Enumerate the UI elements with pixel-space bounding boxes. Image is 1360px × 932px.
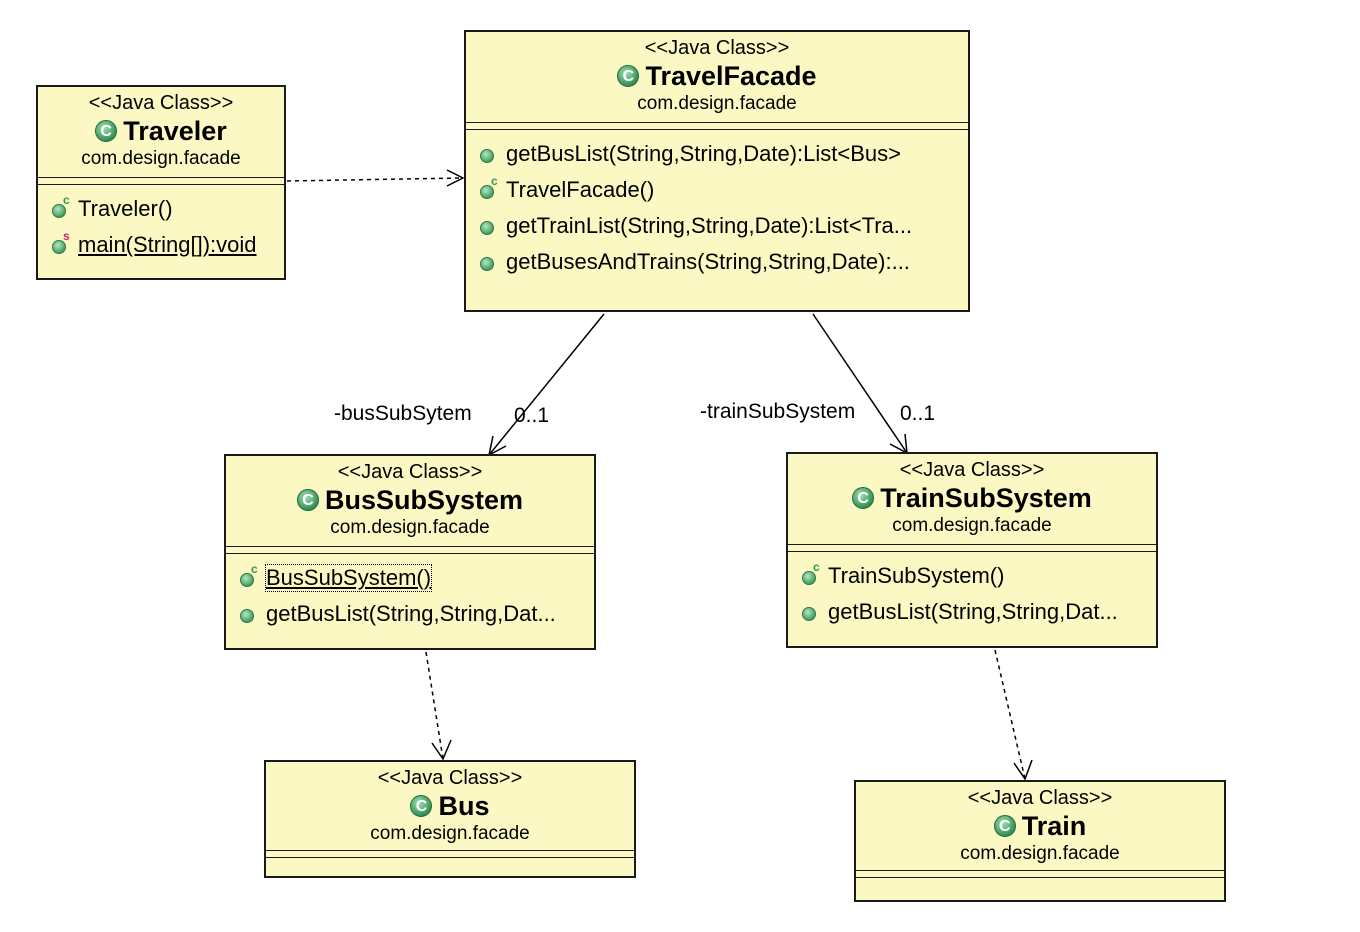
class-icon: C bbox=[95, 120, 118, 142]
class-name: TrainSubSystem bbox=[880, 483, 1092, 513]
stereotype-label: <<Java Class>> bbox=[899, 459, 1045, 481]
method-row[interactable]: getBusList(String,String,Dat... bbox=[226, 596, 594, 632]
stereotype-label: <<Java Class>> bbox=[88, 92, 234, 114]
public-method-icon bbox=[240, 605, 258, 623]
class-icon: C bbox=[852, 487, 875, 509]
stereotype-label: <<Java Class>> bbox=[644, 37, 790, 59]
association-multiplicity-bus: 0..1 bbox=[514, 404, 550, 427]
stereotype-label: <<Java Class>> bbox=[377, 767, 523, 789]
package-name: com.design.facade bbox=[81, 148, 241, 169]
dependency-bussubsystem-to-bus bbox=[425, 651, 452, 761]
class-name: Train bbox=[1021, 811, 1087, 841]
public-method-icon bbox=[480, 217, 498, 235]
association-facade-to-bussubsystem bbox=[487, 313, 605, 457]
class-icon: C bbox=[296, 489, 319, 511]
class-name: TravelFacade bbox=[645, 61, 817, 91]
stereotype-label: <<Java Class>> bbox=[967, 787, 1113, 809]
class-icon: C bbox=[617, 65, 640, 87]
constructor-icon: c bbox=[52, 194, 70, 218]
association-multiplicity-train: 0..1 bbox=[900, 402, 936, 425]
package-name: com.design.facade bbox=[370, 823, 530, 844]
method-row[interactable]: getBusesAndTrains(String,String,Date):..… bbox=[466, 244, 968, 280]
constructor-icon: c bbox=[480, 175, 498, 199]
public-method-icon bbox=[480, 253, 498, 271]
class-name: Traveler bbox=[123, 116, 227, 146]
class-name: BusSubSystem bbox=[324, 485, 524, 515]
public-method-icon bbox=[480, 145, 498, 163]
dependency-traveler-to-facade bbox=[286, 169, 465, 187]
package-name: com.design.facade bbox=[330, 517, 490, 538]
association-role-train: -trainSubSystem bbox=[700, 400, 856, 423]
class-icon: C bbox=[410, 795, 433, 817]
public-method-icon bbox=[802, 603, 820, 621]
method-row[interactable]: getBusList(String,String,Date):List<Bus> bbox=[466, 136, 968, 172]
constructor-icon: c bbox=[240, 563, 258, 587]
class-name: Bus bbox=[438, 791, 490, 821]
package-name: com.design.facade bbox=[637, 93, 797, 114]
static-method-icon: s bbox=[52, 230, 70, 254]
package-name: com.design.facade bbox=[960, 843, 1120, 864]
method-row[interactable]: getTrainList(String,String,Date):List<Tr… bbox=[466, 208, 968, 244]
association-role-bus: -busSubSytem bbox=[334, 402, 472, 425]
association-facade-to-trainsubsystem bbox=[812, 313, 908, 455]
class-icon: C bbox=[993, 815, 1016, 837]
method-row[interactable]: getBusList(String,String,Dat... bbox=[788, 594, 1156, 630]
constructor-icon: c bbox=[802, 561, 820, 585]
dependency-trainsubsystem-to-train bbox=[994, 649, 1033, 781]
package-name: com.design.facade bbox=[892, 515, 1052, 536]
stereotype-label: <<Java Class>> bbox=[337, 461, 483, 483]
